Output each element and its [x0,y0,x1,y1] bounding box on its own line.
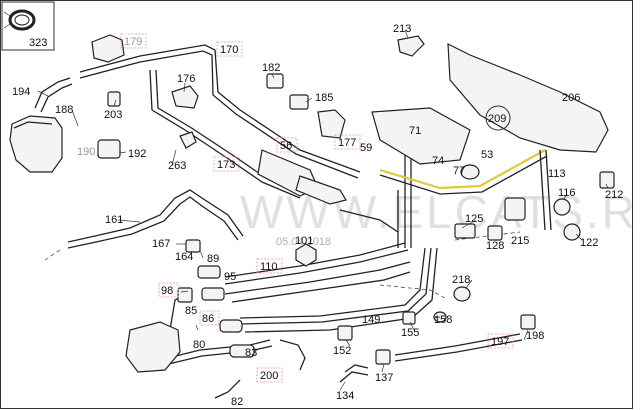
tube-network [34,44,552,399]
grommet-122 [563,223,581,241]
callout-137[interactable]: 137 [375,372,393,384]
callout-161[interactable]: 161 [105,214,123,226]
connector-215 [504,197,526,221]
callout-218[interactable]: 218 [452,274,470,286]
clip-212 [599,171,615,189]
callout-149[interactable]: 149 [362,314,380,326]
reservoir-part [9,115,63,173]
bracket-part [97,139,121,159]
callout-71[interactable]: 71 [409,125,421,137]
strip-206 [447,43,609,153]
callout-116[interactable]: 116 [558,187,576,199]
callout-185[interactable]: 185 [315,92,333,104]
callout-152[interactable]: 152 [333,345,351,357]
date-stamp: 05.04.2018 [276,236,331,248]
cap-218 [453,286,471,302]
callout-77[interactable]: 77 [453,165,465,177]
callout-125[interactable]: 125 [465,213,483,225]
callout-56[interactable]: 56 [280,140,292,152]
callout-203[interactable]: 203 [104,109,122,121]
parts [9,34,615,373]
clip-137 [375,349,391,365]
callout-59[interactable]: 59 [360,142,372,154]
callout-85[interactable]: 85 [185,305,197,317]
fitting-89 [201,287,225,301]
clip-98 [177,287,193,303]
clip-152 [337,325,353,341]
callout-74[interactable]: 74 [432,155,444,167]
callout-80[interactable]: 80 [193,339,205,351]
callout-177[interactable]: 177 [338,137,356,149]
callout-209[interactable]: 209 [488,113,506,125]
callout-263[interactable]: 263 [168,160,186,172]
nut-101 [295,243,317,267]
callout-158[interactable]: 158 [434,314,452,326]
callout-188[interactable]: 188 [55,104,73,116]
callout-323[interactable]: 323 [29,37,47,49]
bracket-71 [371,107,471,165]
callout-213[interactable]: 213 [393,23,411,35]
screw-155 [402,311,416,325]
clip-263 [179,131,197,149]
callout-167[interactable]: 167 [152,238,170,250]
callout-128[interactable]: 128 [486,240,504,252]
callout-197[interactable]: 197 [491,336,509,348]
callout-190[interactable]: 190 [77,146,95,158]
callout-176[interactable]: 176 [177,73,195,85]
callout-182[interactable]: 182 [262,62,280,74]
valve-179 [91,34,125,63]
pump-85 [125,321,181,373]
clip-182 [266,73,284,89]
connector-125 [454,223,476,239]
detail-circle-209 [485,105,511,131]
callout-86[interactable]: 86 [202,313,214,325]
grommet-116 [553,198,571,216]
callout-134[interactable]: 134 [336,390,354,402]
callout-164[interactable]: 164 [175,251,193,263]
leader-lines [37,29,609,391]
callout-82[interactable]: 82 [231,396,243,408]
callout-101[interactable]: 101 [295,235,313,247]
clip-176 [171,85,199,109]
callout-212[interactable]: 212 [605,189,623,201]
callout-200[interactable]: 200 [260,370,278,382]
callout-173[interactable]: 173 [217,159,235,171]
callout-83[interactable]: 83 [245,347,257,359]
callout-179[interactable]: 179 [124,36,142,48]
grommet-53 [460,164,480,180]
clip-198 [520,314,536,330]
callout-215[interactable]: 215 [511,235,529,247]
hose-86 [219,319,243,333]
callout-206[interactable]: 206 [562,92,580,104]
bolt-203 [107,91,121,107]
callout-110[interactable]: 110 [260,261,278,273]
callout-192[interactable]: 192 [128,148,146,160]
callout-89[interactable]: 89 [207,253,219,265]
connector-128 [487,225,503,241]
fitting-95 [197,265,221,279]
clip-185 [289,94,309,110]
callout-98[interactable]: 98 [161,285,173,297]
valve-177 [317,109,346,139]
callout-155[interactable]: 155 [401,327,419,339]
callout-labels: 323 179 170 213 194 188 203 176 182 185 … [12,23,623,408]
callout-53[interactable]: 53 [481,149,493,161]
clip-213 [397,35,425,57]
callout-113[interactable]: 113 [548,168,566,180]
screw-164 [185,239,201,253]
callout-122[interactable]: 122 [580,237,598,249]
callout-198[interactable]: 198 [526,330,544,342]
inset-clamp-323 [1,1,55,51]
callout-95[interactable]: 95 [224,271,236,283]
callout-194[interactable]: 194 [12,86,30,98]
hose-83 [229,344,255,358]
callout-170[interactable]: 170 [220,44,238,56]
